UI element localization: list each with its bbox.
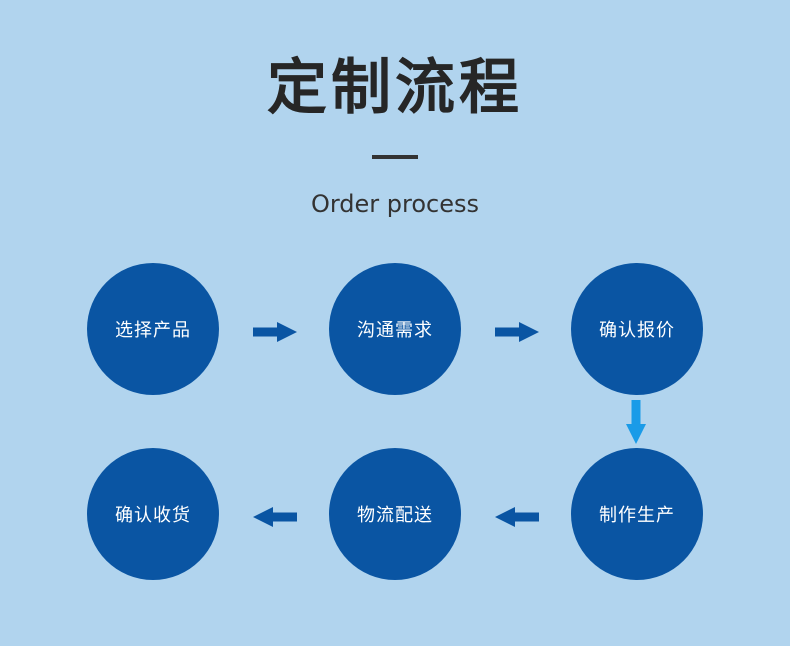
title-divider bbox=[372, 155, 418, 159]
arrow-down-icon bbox=[625, 400, 647, 444]
arrow-left-icon bbox=[495, 506, 539, 528]
step-label: 选择产品 bbox=[115, 320, 191, 341]
step-production: 制作生产 bbox=[571, 448, 703, 580]
step-logistics-delivery: 物流配送 bbox=[329, 448, 461, 580]
step-label: 确认报价 bbox=[599, 320, 675, 341]
step-label: 物流配送 bbox=[357, 505, 433, 526]
step-communicate-needs: 沟通需求 bbox=[329, 263, 461, 395]
step-label: 确认收货 bbox=[115, 505, 191, 526]
step-select-product: 选择产品 bbox=[87, 263, 219, 395]
step-confirm-receipt: 确认收货 bbox=[87, 448, 219, 580]
page-subtitle: Order process bbox=[310, 190, 480, 218]
step-label: 沟通需求 bbox=[357, 320, 433, 341]
step-confirm-quote: 确认报价 bbox=[571, 263, 703, 395]
page-title: 定制流程 bbox=[267, 53, 523, 123]
arrow-right-icon bbox=[253, 321, 297, 343]
step-label: 制作生产 bbox=[599, 505, 675, 526]
arrow-right-icon bbox=[495, 321, 539, 343]
arrow-left-icon bbox=[253, 506, 297, 528]
